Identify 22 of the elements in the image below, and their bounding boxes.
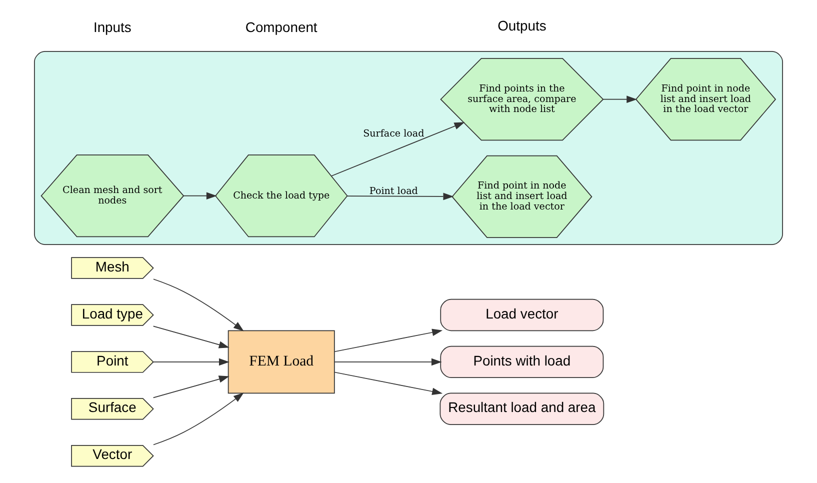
node-box: FEM Load — [228, 330, 335, 394]
label: Component — [245, 19, 318, 36]
arrow — [183, 192, 217, 200]
arrow — [602, 96, 638, 103]
arrow — [153, 392, 244, 446]
arrow — [346, 192, 454, 200]
edge-label: Point load — [369, 186, 418, 197]
label: Outputs — [498, 17, 546, 34]
node-box: Load vector — [440, 298, 604, 332]
arrow — [331, 122, 465, 176]
edge-label: Surface load — [363, 128, 424, 140]
arrow — [152, 326, 230, 348]
cluster — [34, 51, 783, 245]
arrow — [152, 376, 230, 398]
arrow — [334, 358, 442, 366]
label: Inputs — [93, 19, 132, 36]
arrow — [153, 278, 244, 332]
arrow — [334, 372, 443, 396]
node-box: Points with load — [440, 346, 604, 378]
node-box: Resultant load and area — [440, 392, 604, 425]
arrow — [334, 328, 443, 352]
arrow — [152, 358, 230, 366]
